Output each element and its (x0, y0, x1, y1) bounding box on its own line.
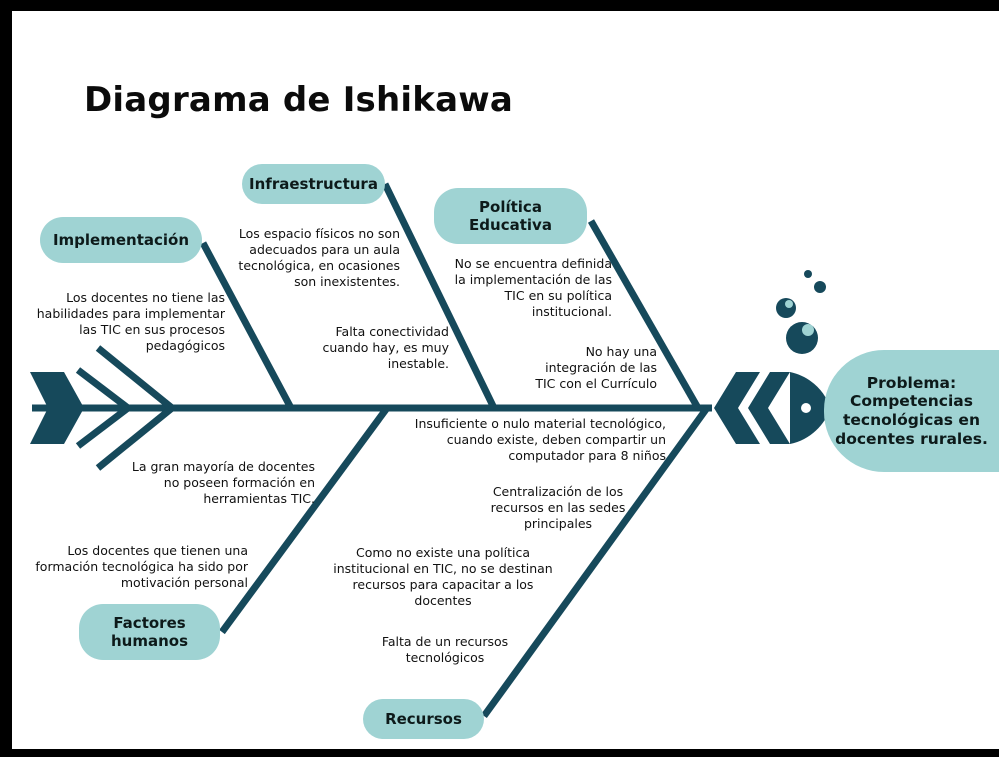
category-label: Recursos (385, 710, 462, 728)
tail-arrow-lower (95, 405, 175, 471)
tail-arrow-upper-inner (75, 367, 131, 411)
category-recursos: Recursos (363, 699, 484, 739)
tail-arrow-upper (95, 345, 175, 411)
bubble-small-icon (814, 281, 826, 293)
fish-eye-icon (801, 403, 811, 413)
category-politica-educativa: Política Educativa (434, 188, 587, 244)
category-label: Política Educativa (469, 198, 552, 234)
diagram-title: Diagrama de Ishikawa (84, 80, 513, 120)
cause-note-politica-1: No se encuentra definida la implementaci… (454, 256, 612, 319)
tail-arrow-lower-inner (75, 405, 131, 449)
cause-note-factores-1: La gran mayoría de docentes no poseen fo… (131, 459, 315, 506)
bubble-large-icon (786, 322, 818, 354)
cause-note-infraestructura-2: Falta conectividad cuando hay, es muy in… (322, 324, 449, 371)
category-implementacion: Implementación (40, 217, 202, 263)
bone-implementacion (199, 241, 295, 410)
cause-note-implementacion-1: Los docentes no tiene las habilidades pa… (36, 290, 225, 353)
bone-politica (587, 219, 702, 410)
cause-note-recursos-4: Falta de un recursos tecnológicos (381, 634, 509, 665)
bubble-tiny-icon (804, 270, 812, 278)
category-label: Infraestructura (249, 175, 378, 193)
cause-note-factores-2: Los docentes que tienen una formación te… (35, 543, 248, 590)
cause-note-recursos-2: Centralización de los recursos en las se… (490, 484, 626, 531)
fish-head-chevron-right (748, 372, 790, 444)
bone-infraestructura (381, 182, 498, 410)
fish-tail-shape (30, 372, 84, 444)
category-label: Factores humanos (110, 614, 189, 650)
cause-note-infraestructura-1: Los espacio físicos no son adecuados par… (238, 226, 400, 289)
cause-note-politica-2: No hay una integración de las TIC con el… (535, 344, 657, 391)
bone-recursos (481, 405, 710, 719)
bone-factores (219, 405, 390, 635)
category-label: Implementación (52, 231, 190, 249)
bubble-medium-icon (776, 298, 796, 318)
fish-head-chevron-left (714, 372, 760, 444)
category-factores-humanos: Factores humanos (79, 604, 220, 660)
cause-note-recursos-3: Como no existe una política instituciona… (333, 545, 553, 608)
problem-text: Problema: Competencias tecnológicas en d… (835, 373, 988, 448)
bubble-medium-highlight (785, 300, 793, 308)
cause-note-recursos-1: Insuficiente o nulo material tecnológico… (414, 416, 666, 463)
problem-box: Problema: Competencias tecnológicas en d… (824, 350, 999, 472)
bubble-large-highlight (802, 324, 814, 336)
category-infraestructura: Infraestructura (242, 164, 385, 204)
